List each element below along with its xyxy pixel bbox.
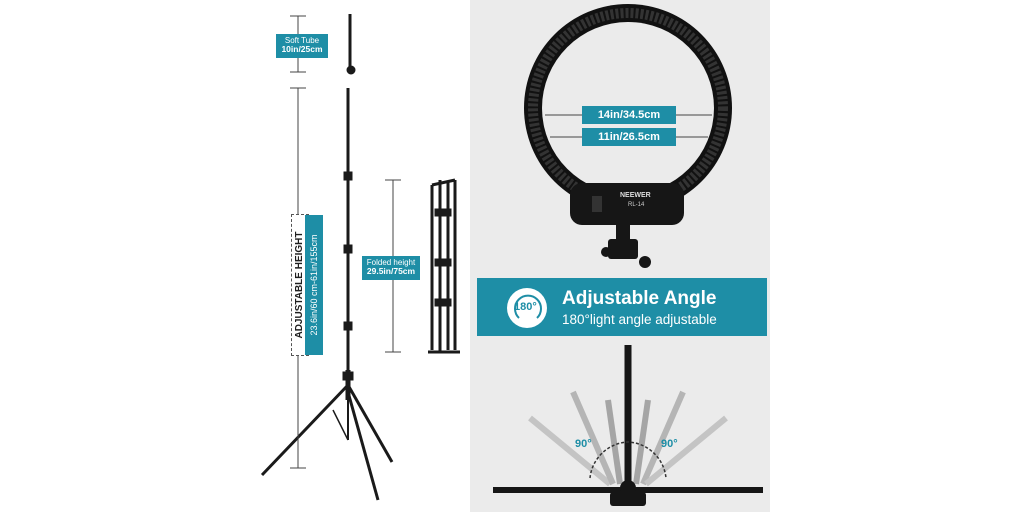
inner-diameter-label: 11in/26.5cm xyxy=(582,128,676,146)
soft-tube-value: 10in/25cm xyxy=(281,44,323,54)
ring-brand: NEEWER xyxy=(620,192,651,199)
angle-left-label: 90° xyxy=(575,438,592,450)
adjustable-height-label: ADJUSTABLE HEIGHT 23.6in/60 cm-61in/155c… xyxy=(276,214,323,356)
rotate-180-icon: 180° xyxy=(507,288,547,328)
rotate-icon-text: 180° xyxy=(514,301,537,313)
angle-illustration xyxy=(493,345,763,506)
tripod-stand xyxy=(260,14,394,501)
soft-tube-title: Soft Tube xyxy=(284,36,320,45)
folded-stand xyxy=(428,178,460,354)
angle-right-label: 90° xyxy=(661,438,678,450)
adjustable-height-value: 23.6in/60 cm-61in/155cm xyxy=(305,215,323,355)
ring-model: RL-14 xyxy=(628,202,645,208)
adjustable-angle-banner: 180° Adjustable Angle 180°light angle ad… xyxy=(477,278,767,336)
banner-title: Adjustable Angle xyxy=(562,288,717,309)
folded-height-label: Folded height 29.5in/75cm xyxy=(362,256,420,280)
banner-subtitle: 180°light angle adjustable xyxy=(562,312,717,327)
folded-height-value: 29.5in/75cm xyxy=(366,266,416,276)
soft-tube-label: Soft Tube 10in/25cm xyxy=(276,34,328,58)
folded-height-title: Folded height xyxy=(366,258,416,267)
outer-diameter-label: 14in/34.5cm xyxy=(582,106,676,124)
